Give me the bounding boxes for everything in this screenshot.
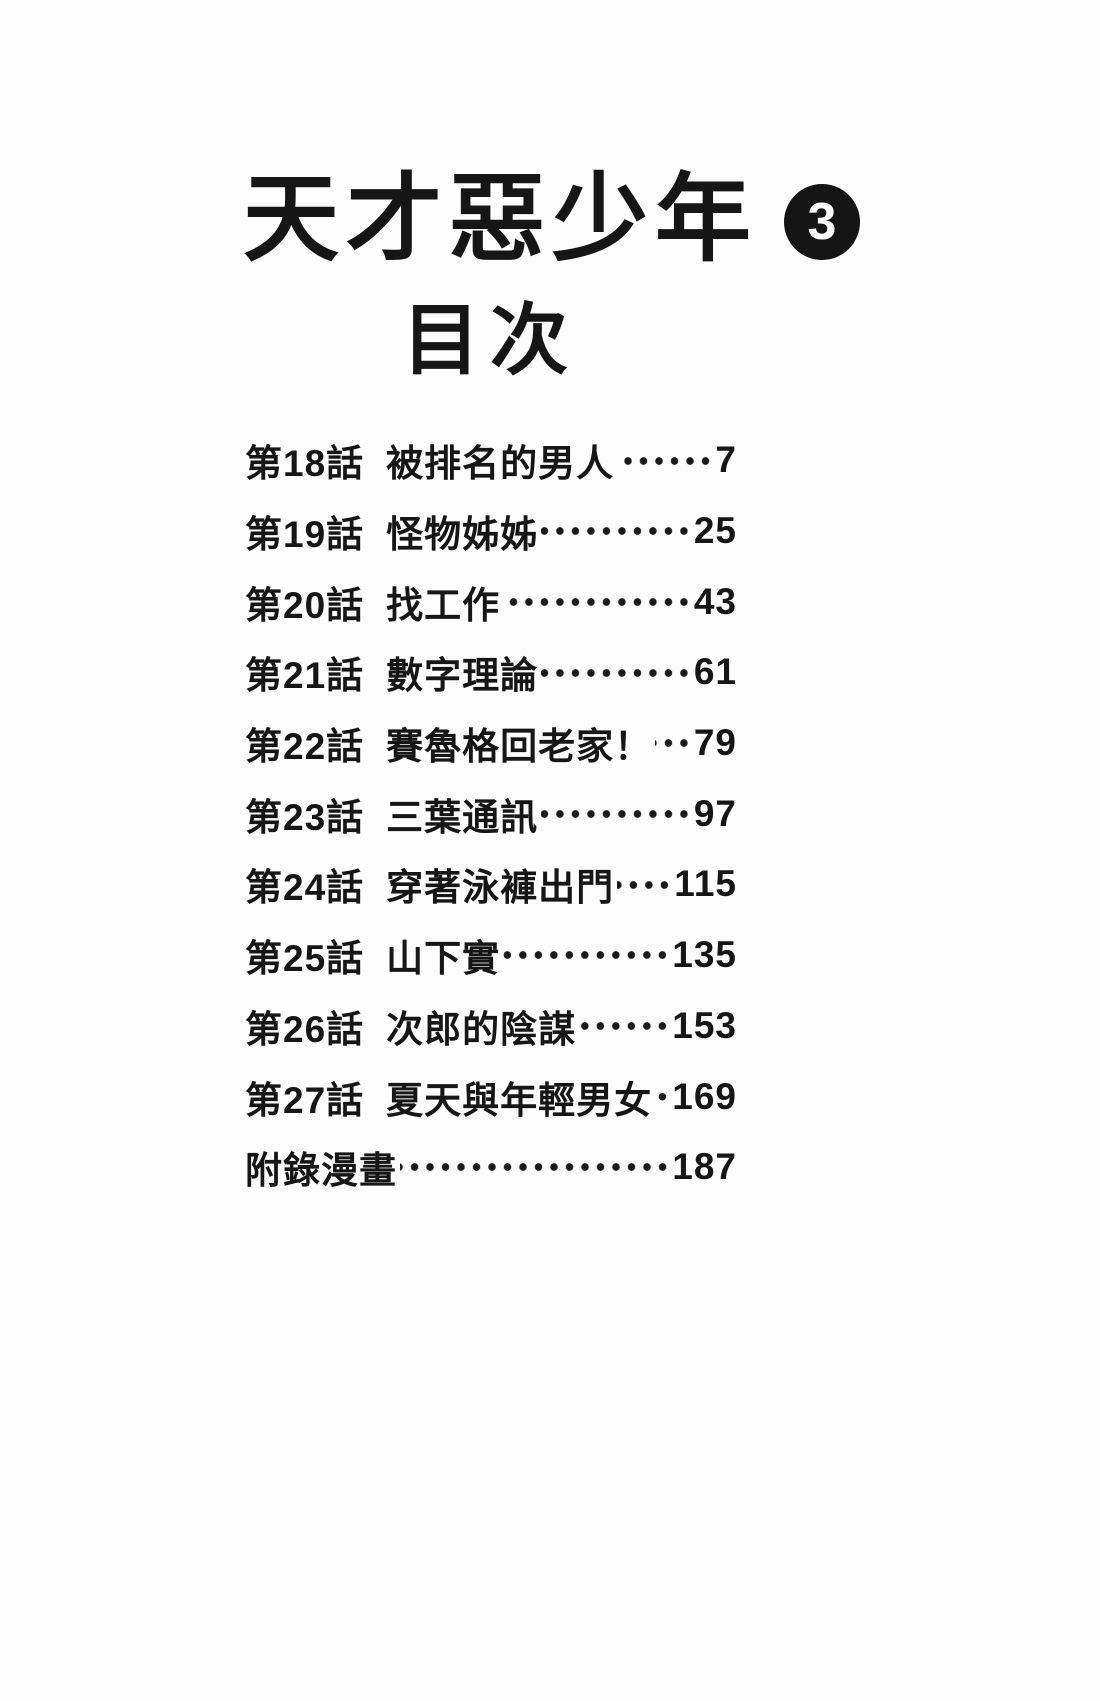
- chapter-title: 被排名的男人: [386, 443, 615, 485]
- chapter-title: 夏天與年輕男女: [386, 1079, 653, 1121]
- toc-entry: 第22話 賽魯格回老家！ 79: [245, 707, 737, 779]
- dot-leader-icon: [617, 849, 673, 920]
- dot-leader-icon: [655, 707, 692, 779]
- toc-entry: 第18話 被排名的男人 7: [245, 425, 737, 496]
- chapter-title: 數字理論: [386, 655, 539, 697]
- chapter-number: 第26話: [245, 1008, 365, 1050]
- chapter-number: 第20話: [245, 584, 365, 626]
- dot-leader-icon: [655, 1061, 671, 1132]
- page-number: 153: [672, 1004, 737, 1046]
- dot-leader-icon: [503, 566, 692, 638]
- page-number: 187: [672, 1146, 737, 1188]
- dot-leader-icon: [541, 637, 692, 708]
- toc-list: 第18話 被排名的男人 7 第19話 怪物姊姊 25 第20話 找工作 43 第…: [245, 425, 737, 1203]
- book-title-text: 天才惡少年: [243, 166, 758, 273]
- chapter-number: 第21話: [245, 655, 365, 697]
- toc-entry: 第26話 次郎的陰謀 153: [245, 990, 737, 1062]
- dot-leader-icon: [400, 1131, 671, 1203]
- dot-leader-icon: [617, 425, 714, 496]
- toc-entry: 第19話 怪物姊姊 25: [245, 495, 737, 567]
- toc-heading: 目次: [401, 296, 578, 384]
- page-number: 7: [715, 439, 737, 481]
- page-number: 25: [693, 510, 737, 552]
- page-number: 61: [693, 651, 737, 693]
- toc-entry: 第25話 山下實 135: [245, 919, 737, 991]
- dot-leader-icon: [503, 919, 671, 991]
- toc-entry: 附錄漫畫 187: [245, 1131, 737, 1203]
- chapter-title: 附錄漫畫: [245, 1150, 397, 1192]
- chapter-number: 第24話: [245, 867, 365, 909]
- chapter-number: 第23話: [245, 796, 365, 838]
- dot-leader-icon: [541, 778, 692, 850]
- chapter-title: 次郎的陰謀: [386, 1008, 577, 1050]
- volume-number: 3: [807, 192, 837, 251]
- page-number: 115: [674, 863, 737, 905]
- toc-entry: 第21話 數字理論 61: [245, 637, 737, 708]
- volume-3-badge-icon: 3: [784, 184, 860, 260]
- toc-entry: 第27話 夏天與年輕男女 169: [245, 1061, 737, 1132]
- chapter-title: 賽魯格回老家！: [386, 726, 653, 768]
- dot-leader-icon: [541, 495, 692, 567]
- page-number: 97: [693, 792, 737, 834]
- page-number: 169: [672, 1075, 737, 1117]
- chapter-number: 第27話: [245, 1079, 365, 1121]
- page-number: 135: [672, 934, 737, 976]
- page-number: 79: [693, 722, 737, 764]
- chapter-title: 穿著泳褲出門: [386, 867, 615, 909]
- chapter-title: 怪物姊姊: [386, 514, 539, 556]
- toc-entry: 第24話 穿著泳褲出門 115: [245, 849, 737, 920]
- dot-leader-icon: [579, 990, 671, 1062]
- chapter-number: 第19話: [245, 514, 365, 556]
- chapter-title: 山下實: [386, 938, 501, 980]
- book-title: 天才惡少年 3: [243, 160, 860, 280]
- chapter-number: 第22話: [245, 726, 365, 768]
- chapter-title: 找工作: [386, 584, 501, 626]
- chapter-number: 第18話: [245, 443, 365, 485]
- chapter-number: 第25話: [245, 938, 365, 980]
- chapter-title: 三葉通訊: [386, 796, 539, 838]
- page-number: 43: [693, 580, 737, 622]
- toc-entry: 第23話 三葉通訊 97: [245, 778, 737, 850]
- toc-entry: 第20話 找工作 43: [245, 566, 737, 638]
